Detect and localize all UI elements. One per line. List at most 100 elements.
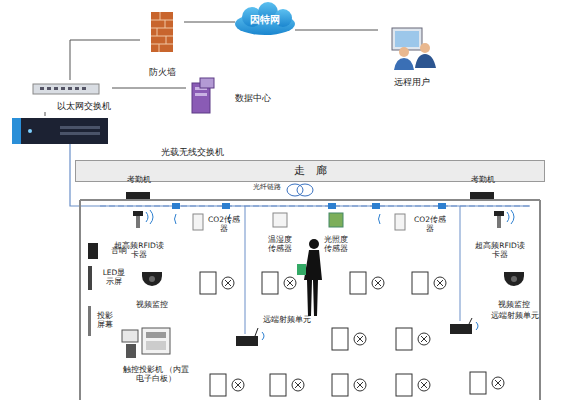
chair [354, 333, 366, 345]
optical-switch-node: 光载无线交换机 [10, 116, 225, 158]
node-label: 远端射频单元 [263, 316, 311, 325]
desk [396, 374, 412, 396]
fiber-drop [245, 206, 246, 334]
desks [200, 272, 504, 396]
node-label: 超高频RFID读卡器 [474, 242, 526, 259]
node-label: 考勤机 [471, 176, 495, 185]
ethernet-switch-icon [33, 84, 99, 94]
firewall-node: 防火墙 [140, 8, 184, 78]
speaker-icon [88, 243, 98, 259]
connector [112, 88, 186, 89]
led-display-node: LED显示屏 [86, 264, 128, 292]
chair [292, 379, 304, 391]
node-label: CO2传感器 [413, 216, 447, 233]
node-label: 光载无线交换机 [161, 147, 224, 157]
attendance-node: 考勤机 [118, 176, 160, 206]
node-label: 防火墙 [149, 67, 176, 77]
chair-mark [235, 382, 241, 388]
fiber-link-loop [287, 184, 313, 196]
node-label: 因特网 [250, 14, 280, 26]
chair-mark [225, 280, 231, 286]
desk [210, 374, 226, 396]
led-display-icon [88, 266, 92, 290]
projector-node: 触控投影机 （内置电子白板） [114, 322, 198, 384]
fiber-connectors [172, 203, 446, 209]
chair-mark [437, 280, 443, 286]
chair [418, 379, 430, 391]
node-label: 数据中心 [235, 93, 271, 103]
node-label: 以太网交换机 [57, 101, 111, 111]
node-label: 投影屏幕 [96, 312, 113, 329]
switch-node: 以太网交换机 [30, 80, 112, 112]
server-icon [192, 78, 214, 113]
node-label: 音响 [111, 247, 127, 256]
link-label: 光纤链路 [252, 184, 282, 192]
screen-icon [88, 306, 91, 336]
chair [372, 277, 384, 289]
node-label: 触控投影机 （内置电子白板） [120, 366, 192, 383]
remote-user-icon [392, 28, 436, 70]
co2-sensor-node: CO2传感器 [392, 212, 448, 238]
co2-sensor-node: CO2传感器 [190, 212, 242, 238]
connector [70, 40, 140, 80]
desk [332, 374, 348, 396]
optical-switch-icon [12, 118, 108, 144]
chair-mark [495, 380, 501, 386]
node-label: CO2传感器 [207, 216, 241, 233]
chair-mark [295, 382, 301, 388]
chair-mark [357, 382, 363, 388]
attendance-icon [126, 192, 150, 199]
desk [332, 328, 348, 350]
node-label: LED显示屏 [101, 269, 127, 286]
remote-user-node: 远程用户 [378, 22, 446, 88]
desk [200, 272, 216, 294]
fiber-drop [460, 206, 461, 321]
node-label: 远端射频单元 [491, 312, 539, 321]
projector-icon [122, 328, 170, 358]
desk [470, 372, 486, 394]
rfid-icon [133, 210, 514, 228]
chair-mark [357, 336, 363, 342]
node-label: 视频监控 [136, 301, 168, 310]
chair [284, 277, 296, 289]
node-label: 光照度传感器 [324, 236, 349, 253]
chair [418, 333, 430, 345]
chair-mark [421, 382, 427, 388]
connector [45, 112, 46, 116]
attendance-icon [470, 192, 494, 199]
screen-node: 投影屏幕 [86, 304, 114, 338]
desk [412, 272, 428, 294]
cloud-shape [235, 2, 295, 35]
radio-unit-node: 远端射频单元 [448, 312, 540, 342]
desk [262, 272, 278, 294]
camera-node: 视频监控 [488, 268, 540, 310]
camera-icon [142, 272, 524, 286]
speaker-node: 音响 [86, 240, 128, 262]
chair-mark [375, 280, 381, 286]
connector [184, 22, 235, 23]
chair-mark [287, 280, 293, 286]
classroom-walls [80, 200, 540, 400]
cloud-node: 因特网 [235, 4, 295, 36]
node-label: 远程用户 [394, 77, 430, 87]
connector [295, 30, 378, 31]
node-label: 走 廊 [294, 165, 327, 178]
desk [270, 374, 286, 396]
humidity-sensor-node: 温湿度传感器 [256, 210, 304, 254]
rfid-node: 超高频RFID读卡器 [468, 210, 532, 260]
chair-mark [421, 336, 427, 342]
radio-unit-node: 远端射频单元 [230, 316, 312, 356]
desk [396, 328, 412, 350]
camera-node: 视频监控 [126, 268, 178, 310]
attendance-node: 考勤机 [462, 176, 504, 206]
desk [350, 272, 366, 294]
chair [232, 379, 244, 391]
firewall-icon [151, 12, 173, 52]
chair [492, 377, 504, 389]
light-sensor-node: 光照度传感器 [312, 210, 360, 254]
chair [354, 379, 366, 391]
person-figure [297, 239, 322, 316]
fiber-line [100, 206, 530, 207]
